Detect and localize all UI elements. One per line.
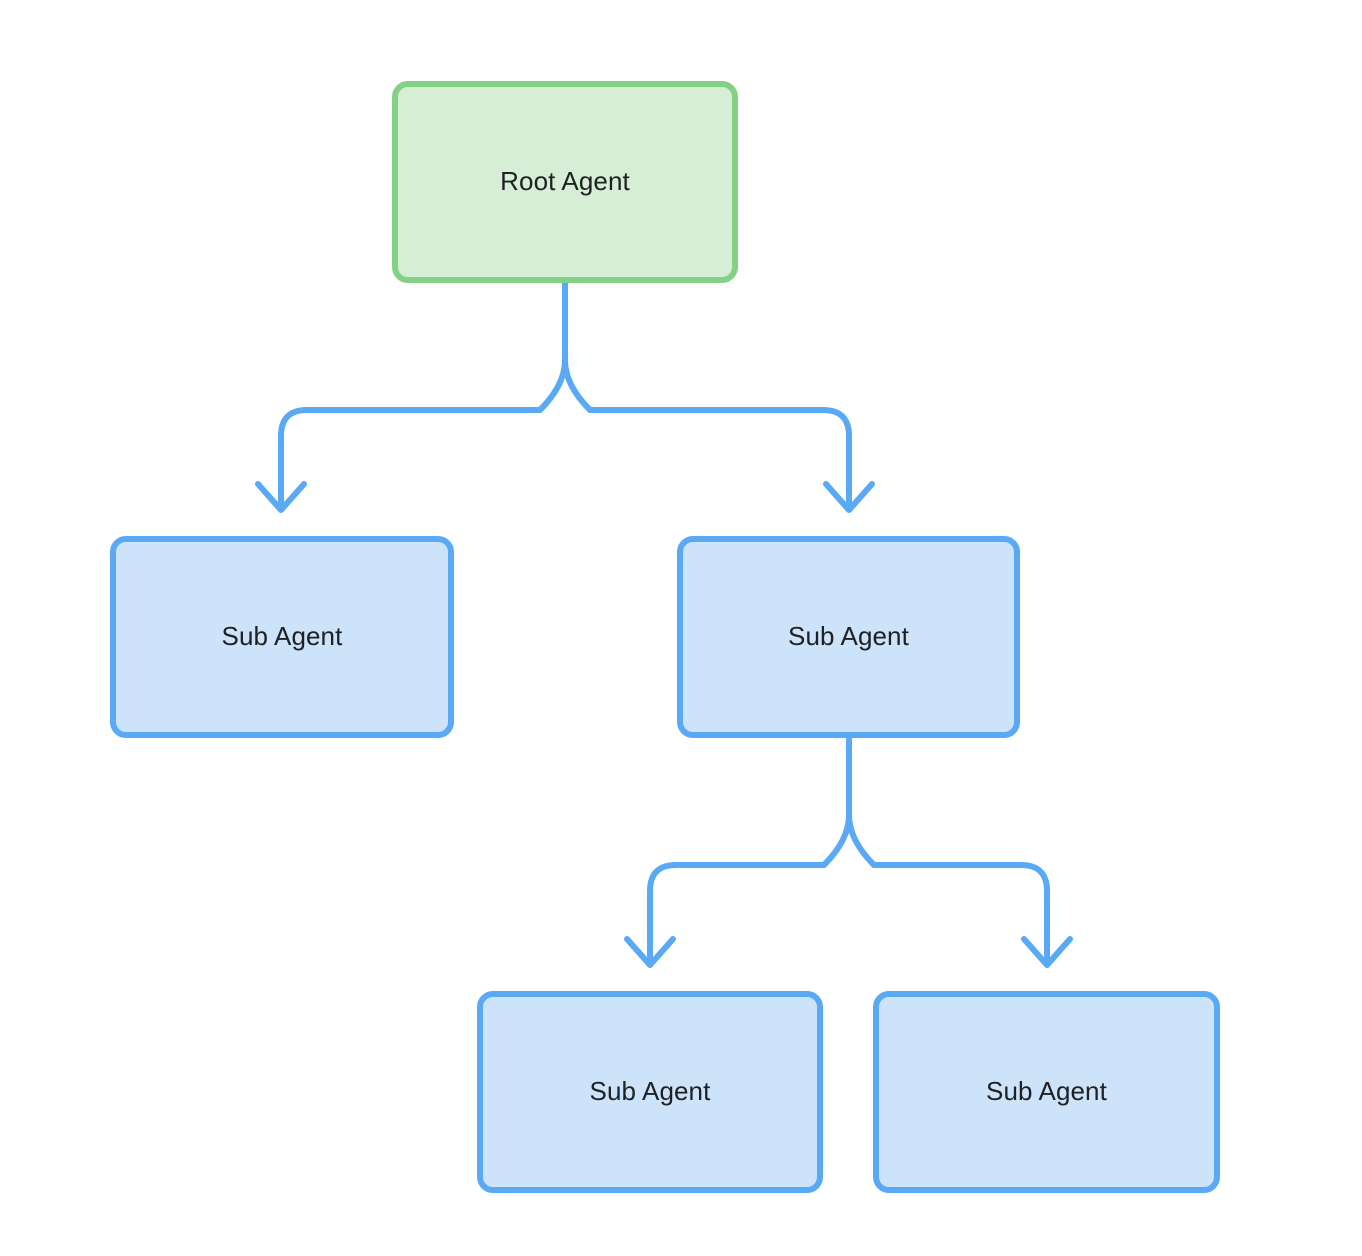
node-sub-agent-4-label: Sub Agent <box>986 1076 1107 1107</box>
edge-root-sub2 <box>587 407 852 508</box>
edge-sub2-sub4 <box>871 862 1050 963</box>
edge-sub2-sub4-arrowhead <box>1021 936 1073 968</box>
node-root-agent-label: Root Agent <box>500 166 630 197</box>
edge-sub2-trunk <box>846 736 877 868</box>
edge-root-trunk <box>562 281 593 413</box>
node-sub-agent-1[interactable]: Sub Agent <box>110 536 454 738</box>
node-sub-agent-2-label: Sub Agent <box>788 621 909 652</box>
edge-root-sub2-arrowhead <box>823 481 875 513</box>
node-sub-agent-1-label: Sub Agent <box>221 621 343 652</box>
node-sub-agent-3[interactable]: Sub Agent <box>477 991 823 1193</box>
edge-root-sub1 <box>278 407 543 508</box>
edge-root-trunk-left <box>537 357 568 413</box>
node-sub-agent-3-label: Sub Agent <box>589 1076 711 1107</box>
node-sub-agent-4[interactable]: Sub Agent <box>873 991 1220 1193</box>
edge-sub2-sub3-arrowhead <box>624 936 676 968</box>
edge-root-sub1-arrowhead <box>255 481 307 513</box>
edge-sub2-sub3 <box>647 862 827 963</box>
node-sub-agent-2[interactable]: Sub Agent <box>677 536 1020 738</box>
node-root-agent[interactable]: Root Agent <box>392 81 738 283</box>
edge-sub2-trunk-left <box>821 812 852 868</box>
